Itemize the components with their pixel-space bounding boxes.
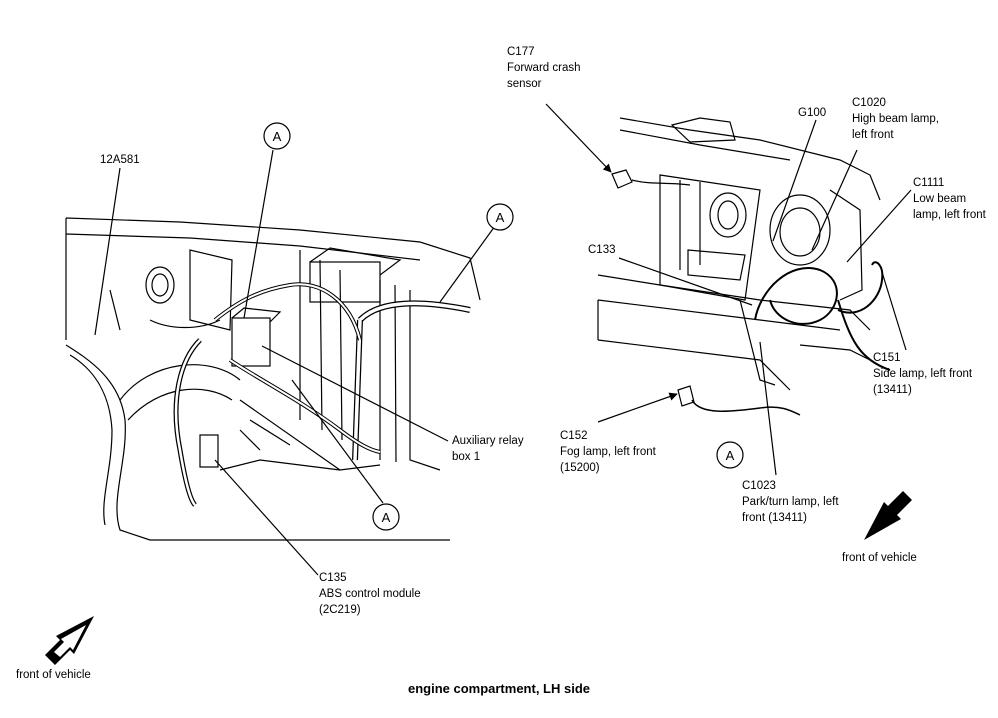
label-c177: C177 Forward crash sensor xyxy=(507,44,581,92)
callout-letter: A xyxy=(726,448,735,463)
left-engine-illustration xyxy=(65,217,481,541)
c177-desc2: sensor xyxy=(507,78,542,90)
label-c1023: C1023 Park/turn lamp, left front (13411) xyxy=(742,478,839,526)
callout-letter: A xyxy=(273,129,282,144)
c151-code: C151 xyxy=(873,352,901,364)
c135-part: (2C219) xyxy=(319,604,361,616)
c151-part: (13411) xyxy=(873,384,912,396)
label-c1020: C1020 High beam lamp, left front xyxy=(852,95,939,143)
c1111-code: C1111 xyxy=(913,177,945,189)
c1020-desc1: High beam lamp, xyxy=(852,113,939,125)
c1111-desc2: lamp, left front xyxy=(913,209,986,221)
label-g100: G100 xyxy=(798,107,827,119)
c1020-code: C1020 xyxy=(852,97,886,109)
c1020-desc2: left front xyxy=(852,129,894,141)
callout-letter: A xyxy=(496,210,505,225)
c1023-code: C1023 xyxy=(742,480,776,492)
label-c133: C133 xyxy=(588,244,616,256)
c135-desc: ABS control module xyxy=(319,588,421,600)
diagram-caption: engine compartment, LH side xyxy=(407,681,591,696)
c1023-desc1: Park/turn lamp, left xyxy=(742,496,839,508)
c152-part: (15200) xyxy=(560,462,600,474)
c152-code: C152 xyxy=(560,430,588,442)
front-arrow-icon xyxy=(864,491,912,540)
callout-a-bottom: A xyxy=(372,503,400,531)
callout-letter: A xyxy=(382,510,391,525)
c177-code: C177 xyxy=(507,46,535,58)
label-c151: C151 Side lamp, left front (13411) xyxy=(873,350,972,398)
right-frontend-illustration xyxy=(597,117,891,416)
callout-a-top: A xyxy=(263,122,291,150)
label-front-of-vehicle-left: front of vehicle xyxy=(16,669,91,681)
c1023-desc2: front (13411) xyxy=(742,512,807,524)
front-arrow-icon xyxy=(45,616,94,665)
c152-desc: Fog lamp, left front xyxy=(560,446,656,458)
aux-relay-line2: box 1 xyxy=(452,451,481,463)
c151-desc: Side lamp, left front xyxy=(873,368,973,380)
callout-a-front: A xyxy=(716,441,744,469)
label-c1111: C1111 Low beam lamp, left front xyxy=(913,175,986,223)
label-aux-relay-box: Auxiliary relay box 1 xyxy=(452,433,524,465)
c135-code: C135 xyxy=(319,572,347,584)
c1111-desc1: Low beam xyxy=(913,193,967,205)
label-c135: C135 ABS control module (2C219) xyxy=(319,570,421,618)
label-front-of-vehicle-right: front of vehicle xyxy=(842,552,917,564)
aux-relay-line1: Auxiliary relay xyxy=(452,435,524,447)
label-12a581: 12A581 xyxy=(100,154,140,166)
callout-a-right: A xyxy=(486,203,514,231)
leader-lines xyxy=(94,103,912,576)
c177-desc1: Forward crash xyxy=(507,62,581,74)
label-c152: C152 Fog lamp, left front (15200) xyxy=(560,428,656,476)
